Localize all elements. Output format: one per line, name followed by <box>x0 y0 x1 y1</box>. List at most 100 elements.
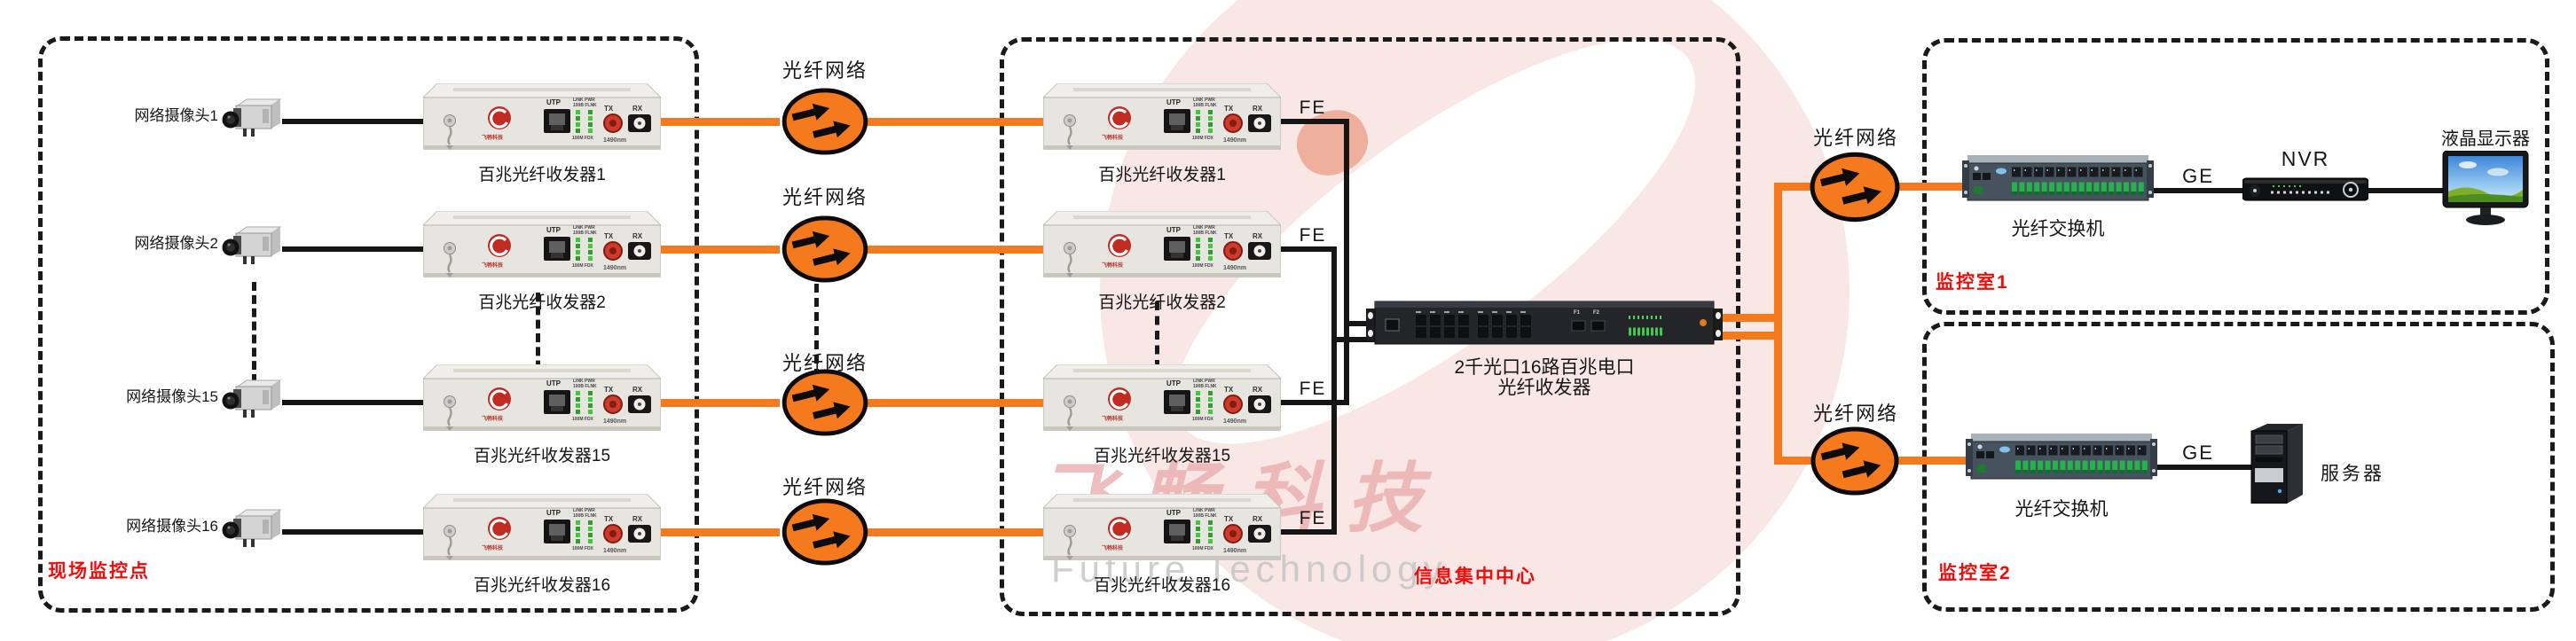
converter-flnk-label: 100B FLNK <box>1193 513 1217 519</box>
converter-tx-label: TX <box>1224 386 1234 394</box>
fe-line-15 <box>1280 400 1349 405</box>
fiber-right-trunk <box>1774 183 1782 465</box>
converter-tx-label: TX <box>604 386 614 394</box>
converter-rx-label: RX <box>632 386 643 394</box>
nvr-icon <box>2242 176 2368 202</box>
server-label: 服务器 <box>2321 464 2384 484</box>
mid-converter-1-label: 百兆光纤收发器1 <box>1098 166 1226 184</box>
fe-label-1: FE <box>1299 98 1327 118</box>
mid-converter-16: UTP LINK PWR 100B FLNK TX RX 100M FDX 14… <box>1043 494 1281 565</box>
converter-flnk-label: 100B FLNK <box>573 384 597 389</box>
fiber-cloud-fswitch1 <box>1897 183 1967 191</box>
mid-converter-2: UTP LINK PWR 100B FLNK TX RX 100M FDX 14… <box>1043 211 1281 282</box>
converter-tx-label: TX <box>1224 105 1234 113</box>
fiber-switch-feed-down <box>1714 332 1782 340</box>
camera15-label: 网络摄像头15 <box>126 388 218 405</box>
converter-wavelength-label: 1490nm <box>1223 265 1247 271</box>
fiber-network-label-room1: 光纤网络 <box>1812 127 1898 149</box>
fiber-conv1-cloud <box>661 118 780 126</box>
site-monitoring-label: 现场监控点 <box>48 561 150 582</box>
converter-brand-label: 飞畅科技 <box>1102 417 1124 422</box>
left-converter-1: UTP LINK PWR 100B FLNK TX RX 100M FDX 14… <box>423 83 661 154</box>
core-switch-f2-label: F2 <box>1593 310 1600 316</box>
ellipsis-mid-converters <box>1155 301 1159 369</box>
camera1-label: 网络摄像头1 <box>134 107 218 124</box>
converter-rx-label: RX <box>632 105 643 113</box>
lcd-monitor-label: 液晶显示器 <box>2441 129 2530 149</box>
converter-tx-label: TX <box>1224 232 1234 240</box>
server-icon <box>2248 424 2306 504</box>
fe-line-16 <box>1280 529 1337 535</box>
left-converter-16-label: 百兆光纤收发器16 <box>473 576 611 595</box>
converter-flnk-label: 100B FLNK <box>1193 103 1217 108</box>
converter-tx-label: TX <box>604 105 614 113</box>
converter-utp-label: UTP <box>546 509 561 517</box>
fiber-network-label-1: 光纤网络 <box>781 59 868 82</box>
fiber-cloud-conv16 <box>860 528 1043 536</box>
fe-trunk-b <box>1331 246 1337 535</box>
fe-label-16: FE <box>1299 508 1327 528</box>
monitor-room1-label: 监控室1 <box>1936 272 2009 293</box>
fiber-conv16-cloud <box>661 528 780 536</box>
converter-brand-label: 飞畅科技 <box>482 263 504 269</box>
fiber-cloud-room1 <box>1808 151 1902 223</box>
left-converter-1-label: 百兆光纤收发器1 <box>478 166 606 184</box>
converter-brand-label: 飞畅科技 <box>482 546 504 551</box>
cable-camera1-converter <box>282 119 424 124</box>
converter-speed-label: 100M FDX <box>1192 136 1213 141</box>
ellipsis-fiber-clouds <box>814 284 819 378</box>
info-center-box <box>1000 37 1740 616</box>
converter-linkpwr-label: LINK PWR <box>1193 379 1215 384</box>
camera15-icon <box>222 376 284 427</box>
fe-line-1 <box>1280 119 1349 124</box>
converter-flnk-label: 100B FLNK <box>1193 231 1217 236</box>
fiber-network-label-room2: 光纤网络 <box>1812 403 1898 425</box>
left-converter-15-label: 百兆光纤收发器15 <box>473 447 611 465</box>
monitor-room2-label: 监控室2 <box>1938 563 2012 583</box>
converter-rx-label: RX <box>1253 386 1263 394</box>
converter-wavelength-label: 1490nm <box>1223 137 1247 144</box>
mid-converter-2-label: 百兆光纤收发器2 <box>1098 293 1226 312</box>
left-converter-15: UTP LINK PWR 100B FLNK TX RX 100M FDX 14… <box>423 364 661 435</box>
mid-converter-16-label: 百兆光纤收发器16 <box>1093 576 1231 595</box>
converter-flnk-label: 100B FLNK <box>573 513 597 519</box>
converter-brand-label: 飞畅科技 <box>1102 263 1124 269</box>
converter-wavelength-label: 1490nm <box>603 137 627 144</box>
monitor-room1-box <box>1922 38 2549 315</box>
monitor-room2-box <box>1922 322 2555 612</box>
converter-linkpwr-label: LINK PWR <box>573 98 595 103</box>
ge-label-room2: GE <box>2182 442 2214 464</box>
converter-speed-label: 100M FDX <box>572 136 593 141</box>
converter-wavelength-label: 1490nm <box>603 548 627 554</box>
converter-rx-label: RX <box>632 515 643 523</box>
converter-utp-label: UTP <box>1166 379 1181 387</box>
converter-linkpwr-label: LINK PWR <box>1193 225 1215 231</box>
fiber-to-cloud-bottom <box>1774 457 1817 465</box>
core-switch-f1-label: F1 <box>1574 310 1581 316</box>
fiber-cloud-16 <box>778 497 872 567</box>
fe-stub-a <box>1344 321 1381 326</box>
mid-converter-15: UTP LINK PWR 100B FLNK TX RX 100M FDX 14… <box>1043 364 1281 435</box>
cable-camera15-converter <box>282 400 424 405</box>
converter-wavelength-label: 1490nm <box>1223 418 1247 425</box>
converter-speed-label: 100M FDX <box>1192 263 1213 269</box>
ellipsis-left-converters <box>536 293 540 383</box>
cable-camera16-converter <box>282 529 424 535</box>
fe-label-2: FE <box>1299 225 1327 246</box>
fiber-conv15-cloud <box>661 399 780 407</box>
fiber-cloud-conv1 <box>860 118 1043 126</box>
mid-converter-15-label: 百兆光纤收发器15 <box>1093 447 1231 465</box>
converter-linkpwr-label: LINK PWR <box>573 379 595 384</box>
camera2-label: 网络摄像头2 <box>134 235 218 252</box>
info-center-label: 信息集中中心 <box>1414 567 1536 587</box>
fiber-cloud-room2 <box>1808 426 1902 496</box>
converter-wavelength-label: 1490nm <box>603 265 627 271</box>
fe-trunk-a <box>1344 119 1349 405</box>
converter-speed-label: 100M FDX <box>1192 417 1213 422</box>
site-monitoring-box <box>38 36 699 613</box>
converter-tx-label: TX <box>604 515 614 523</box>
converter-wavelength-label: 1490nm <box>1223 548 1247 554</box>
fiber-cloud-conv15 <box>860 399 1043 407</box>
fe-line-2 <box>1280 246 1337 252</box>
